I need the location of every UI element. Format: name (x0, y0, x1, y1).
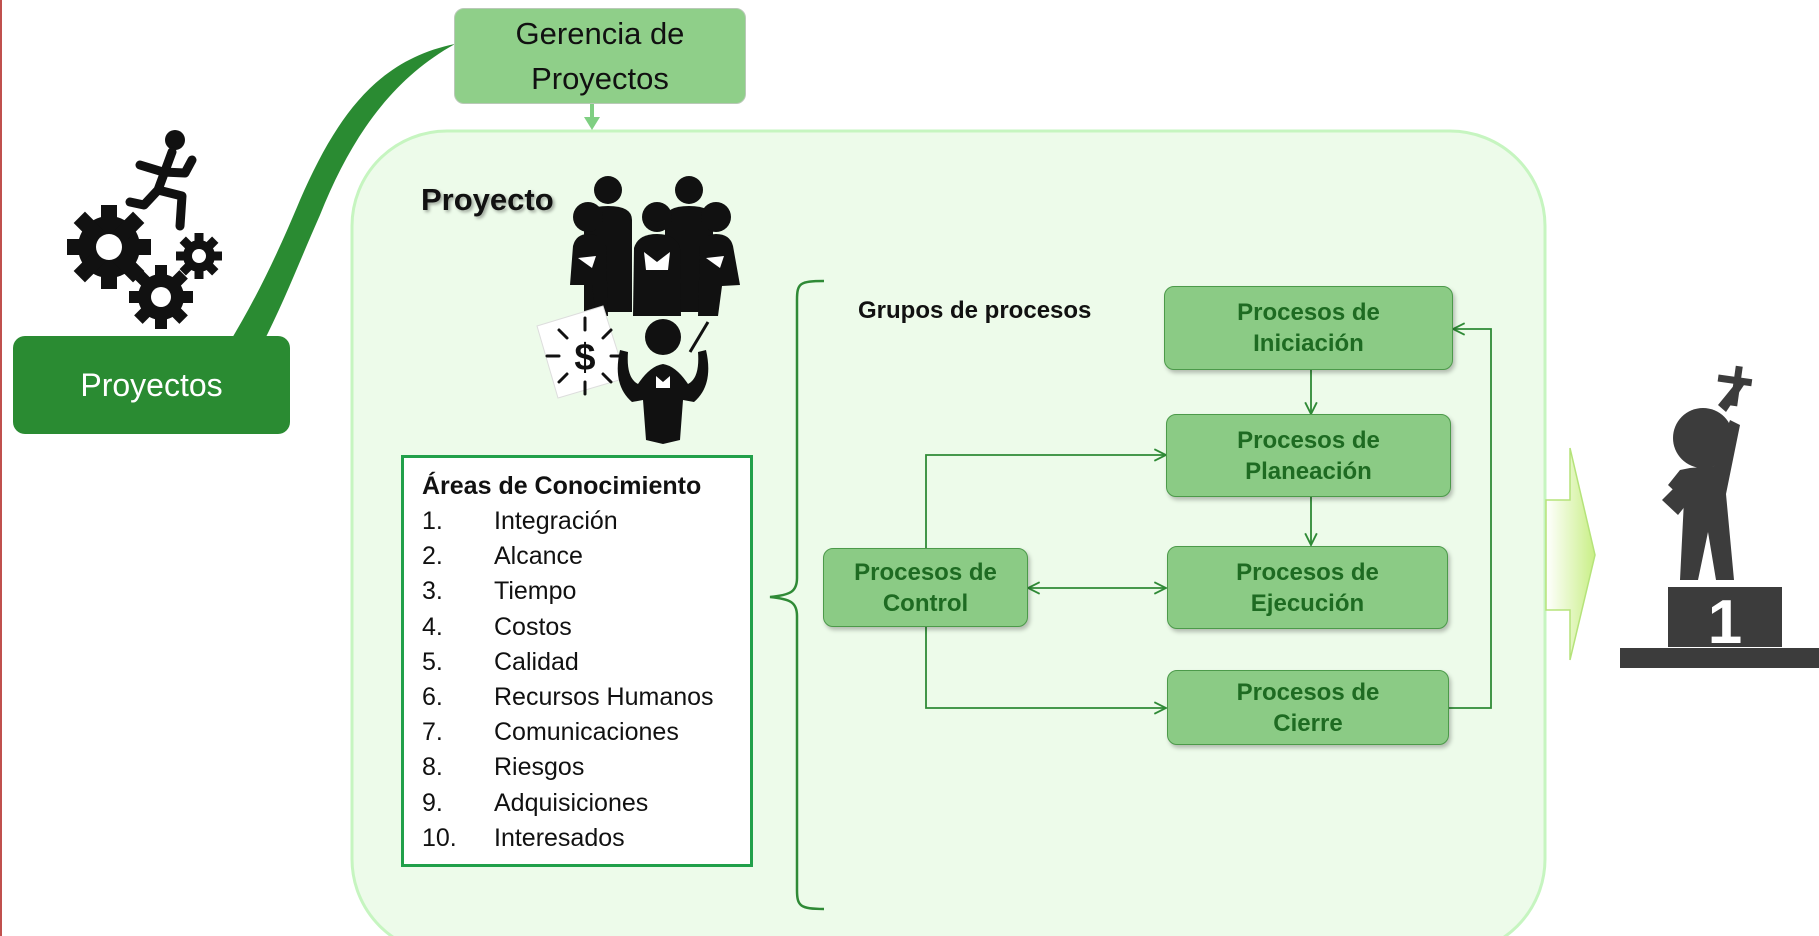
area-number: 8. (422, 753, 443, 782)
process-iniciacion-line2: Iniciación (1253, 330, 1364, 357)
gerencia-line2: Proyectos (531, 61, 669, 96)
process-connectors (925, 329, 1492, 709)
process-planeacion-line1: Procesos de (1237, 426, 1380, 454)
knowledge-area-item: 9. Adquisiciones (422, 786, 750, 821)
area-label: Integración (494, 507, 618, 535)
area-label: Costos (494, 612, 572, 641)
connector-cierre-iniciacion (1448, 329, 1492, 709)
process-planeacion-box[interactable]: Procesos de Planeación (1166, 414, 1451, 497)
conductor-icon (617, 319, 710, 444)
knowledge-areas-title: Áreas de Conocimiento (422, 472, 702, 500)
right-chevron-arrow-icon (1545, 447, 1596, 661)
area-number: 7. (422, 718, 443, 747)
winner-podium-icon: 1 (1620, 365, 1819, 668)
knowledge-area-item: 8. Riesgos (422, 750, 750, 785)
area-number: 10. (422, 823, 457, 852)
area-number: 2. (422, 542, 443, 571)
area-number: 3. (422, 577, 443, 606)
team-group-icon (570, 176, 740, 316)
area-label: Interesados (494, 823, 625, 852)
process-cierre-line1: Procesos de (1236, 678, 1380, 706)
proyectos-portfolio-box[interactable]: Proyectos (13, 336, 290, 434)
svg-text:$: $ (574, 337, 595, 379)
process-iniciacion-line1: Procesos de (1237, 299, 1380, 326)
left-edge-line (0, 0, 2, 936)
process-control-line2: Control (882, 589, 969, 617)
runner-on-gears-icon (67, 130, 222, 329)
connector-control-cierre (925, 627, 1166, 708)
process-planeacion-line2: Planeación (1245, 457, 1372, 485)
knowledge-areas-box: Áreas de Conocimiento 1. Integración 2. Al… (401, 455, 753, 867)
knowledge-area-item: 2. Alcance (422, 539, 750, 574)
area-number: 6. (422, 683, 443, 712)
curly-brace (769, 279, 825, 911)
area-number: 4. (422, 612, 443, 641)
area-label: Recursos Humanos (494, 683, 714, 712)
swoosh-connector (228, 44, 455, 345)
process-iniciacion-box[interactable]: Procesos de Iniciación (1164, 286, 1453, 370)
area-label: Tiempo (494, 577, 577, 606)
knowledge-area-item: 10. Interesados (422, 821, 750, 856)
podium-place: 1 (1708, 588, 1742, 657)
process-ejecucion-line1: Procesos de (1236, 558, 1379, 586)
dollar-burst-icon: $ (536, 305, 627, 399)
process-control-line1: Procesos de (854, 558, 997, 586)
area-number: 9. (422, 788, 443, 817)
gerencia-proyectos-box[interactable]: Gerencia de Proyectos (454, 8, 746, 104)
gerencia-line1: Gerencia de (515, 16, 685, 51)
proyecto-title: Proyecto (421, 182, 554, 217)
knowledge-area-item: 3. Tiempo (422, 574, 750, 609)
knowledge-area-item: 6. Recursos Humanos (422, 680, 750, 715)
area-label: Adquisiciones (494, 788, 649, 817)
area-label: Riesgos (494, 753, 585, 782)
knowledge-area-item: 7. Comunicaciones (422, 715, 750, 750)
knowledge-area-item: 4. Costos (422, 610, 750, 645)
process-ejecucion-line2: Ejecución (1250, 589, 1365, 617)
process-ejecucion-box[interactable]: Procesos de Ejecución (1167, 546, 1448, 629)
process-groups-title: Grupos de procesos (858, 297, 1092, 324)
process-control-box[interactable]: Procesos de Control (823, 548, 1028, 627)
area-number: 5. (422, 647, 443, 676)
area-label: Alcance (494, 542, 583, 571)
area-label: Comunicaciones (494, 718, 679, 747)
proyectos-label: Proyectos (80, 366, 223, 403)
process-cierre-line2: Cierre (1273, 709, 1343, 737)
connector-control-planeacion (925, 455, 1166, 548)
area-number: 1. (422, 507, 443, 535)
area-label: Calidad (494, 647, 579, 676)
gerencia-down-arrowhead (584, 117, 600, 130)
knowledge-area-item: 5. Calidad (422, 645, 750, 680)
process-cierre-box[interactable]: Procesos de Cierre (1167, 670, 1449, 745)
knowledge-area-item: 1. Integración (422, 504, 750, 539)
